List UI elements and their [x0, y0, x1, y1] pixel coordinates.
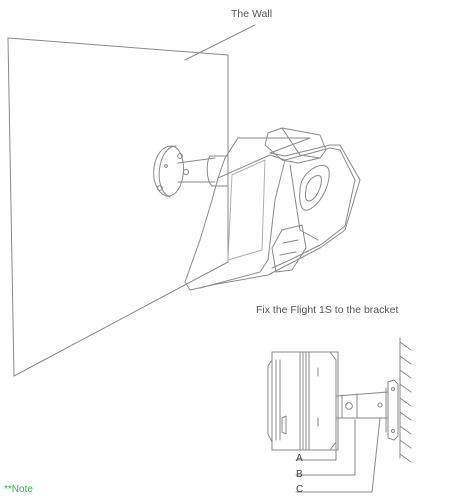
bracket-base-plate: [153, 145, 184, 197]
camera-top-housing: [264, 127, 327, 164]
dimension-leader-b: [295, 419, 356, 476]
side-bracket-arm: [335, 391, 389, 419]
camera-lens: [299, 165, 330, 211]
wall-label: The Wall: [231, 8, 273, 20]
dimension-leader-c: [295, 417, 381, 493]
bracket-caption: Fix the Flight 1S to the bracket: [256, 304, 399, 316]
dimension-label-a: A: [296, 453, 303, 464]
wall-panel: [7, 37, 229, 377]
dimension-label-b: B: [296, 469, 303, 480]
note-label: **Note: [4, 484, 33, 495]
camera-sensor: [271, 224, 307, 273]
dimension-label-c: C: [296, 484, 304, 495]
wall-label-leader: [184, 24, 256, 61]
camera-side-panel: [271, 147, 356, 269]
side-camera-body: [271, 351, 339, 451]
dimension-leader-a: [295, 419, 337, 461]
camera-body: [184, 137, 361, 291]
side-bracket-plate: [387, 379, 399, 441]
